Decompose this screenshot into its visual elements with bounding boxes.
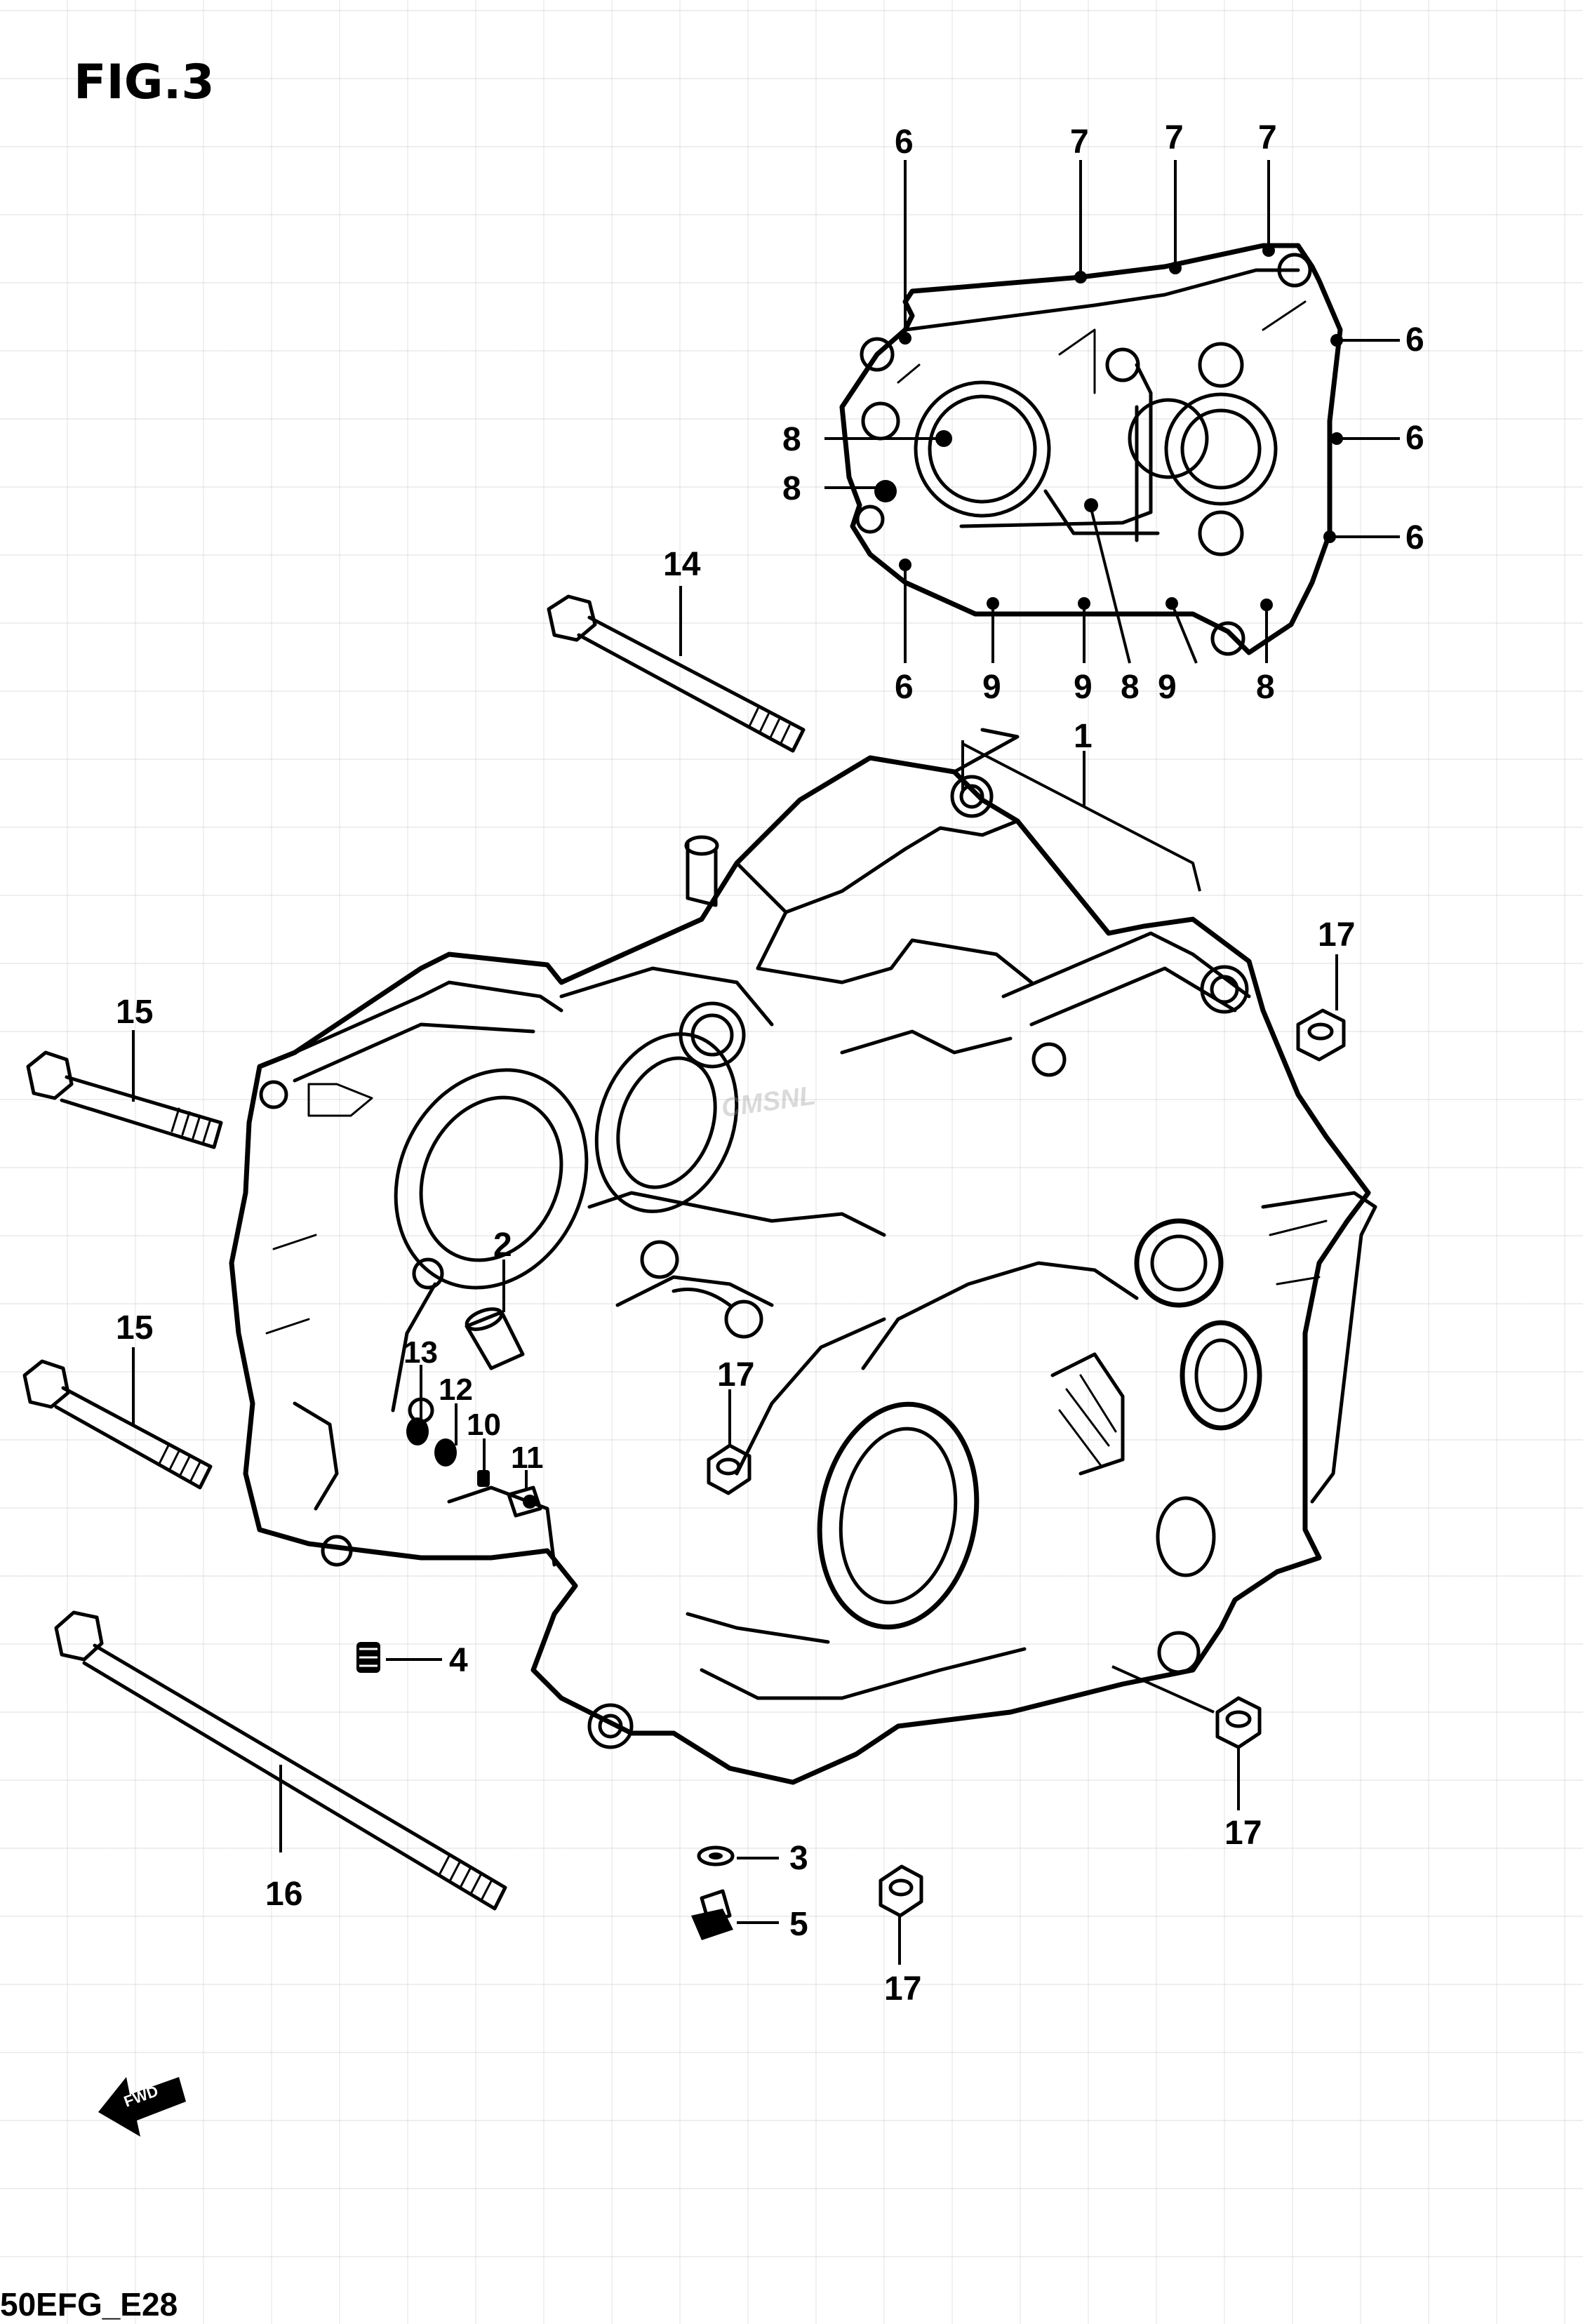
callout-6: 6: [1405, 420, 1424, 457]
callout-6: 6: [895, 123, 914, 161]
footer-code: 50EFG_E28: [0, 2286, 178, 2323]
bolt-15-lower: [22, 1347, 213, 1490]
callout-13: 13: [403, 1335, 438, 1370]
bolt-15-upper: [26, 1030, 223, 1149]
part-1-bracket: [961, 740, 1201, 892]
crankcase-assembly: CMSNL: [229, 728, 1377, 1785]
callout-7: 7: [1165, 119, 1184, 156]
callout-5: 5: [789, 1906, 808, 1943]
callout-14: 14: [663, 546, 701, 583]
callout-6: 6: [1405, 321, 1424, 359]
nut-17-bottom: [879, 1864, 923, 1965]
callout-8: 8: [1256, 669, 1275, 706]
callout-9: 9: [982, 669, 1001, 706]
callout-16: 16: [265, 1876, 302, 1913]
callout-15: 15: [116, 994, 153, 1031]
callout-15: 15: [116, 1309, 153, 1347]
callout-8: 8: [782, 421, 801, 458]
nut-17-center: [707, 1389, 752, 1495]
callout-3: 3: [789, 1840, 808, 1877]
crankcase-gasket: [824, 160, 1400, 664]
small-parts: [406, 1365, 542, 1518]
callout-8: 8: [1121, 669, 1140, 706]
bolt-16: [54, 1610, 507, 1911]
washer-3: [697, 1845, 779, 1866]
dowel-pin-2: [465, 1260, 525, 1370]
callout-9: 9: [1158, 669, 1177, 706]
callout-8: 8: [782, 470, 801, 507]
oil-gallery-plug-4: [356, 1642, 442, 1673]
callout-6: 6: [895, 669, 914, 706]
callout-9: 9: [1074, 669, 1093, 706]
callout-17: 17: [1224, 1815, 1262, 1852]
drain-bolt-5: [691, 1889, 779, 1940]
callout-6: 6: [1405, 519, 1424, 556]
callout-12: 12: [439, 1373, 473, 1407]
callout-10: 10: [467, 1408, 501, 1442]
callout-11: 11: [511, 1441, 544, 1475]
figure-title: FIG.3: [74, 55, 215, 110]
bolt-14: [547, 586, 806, 753]
nut-17-top-right: [1296, 954, 1346, 1062]
callout-1: 1: [1074, 718, 1093, 755]
nut-17-right: [1111, 1665, 1262, 1810]
callout-labels: 6 7 7 7 6 6 6 8 8 6 9 9 8 9 8 14 1 17 15…: [116, 119, 1424, 2008]
callout-2: 2: [493, 1227, 512, 1264]
callout-7: 7: [1258, 119, 1277, 156]
callout-17: 17: [884, 1970, 921, 2008]
callout-17: 17: [717, 1356, 754, 1394]
callout-4: 4: [449, 1642, 468, 1679]
callout-7: 7: [1070, 123, 1089, 161]
front-direction-arrow-icon: FWD: [98, 2077, 186, 2137]
callout-17: 17: [1318, 916, 1355, 954]
